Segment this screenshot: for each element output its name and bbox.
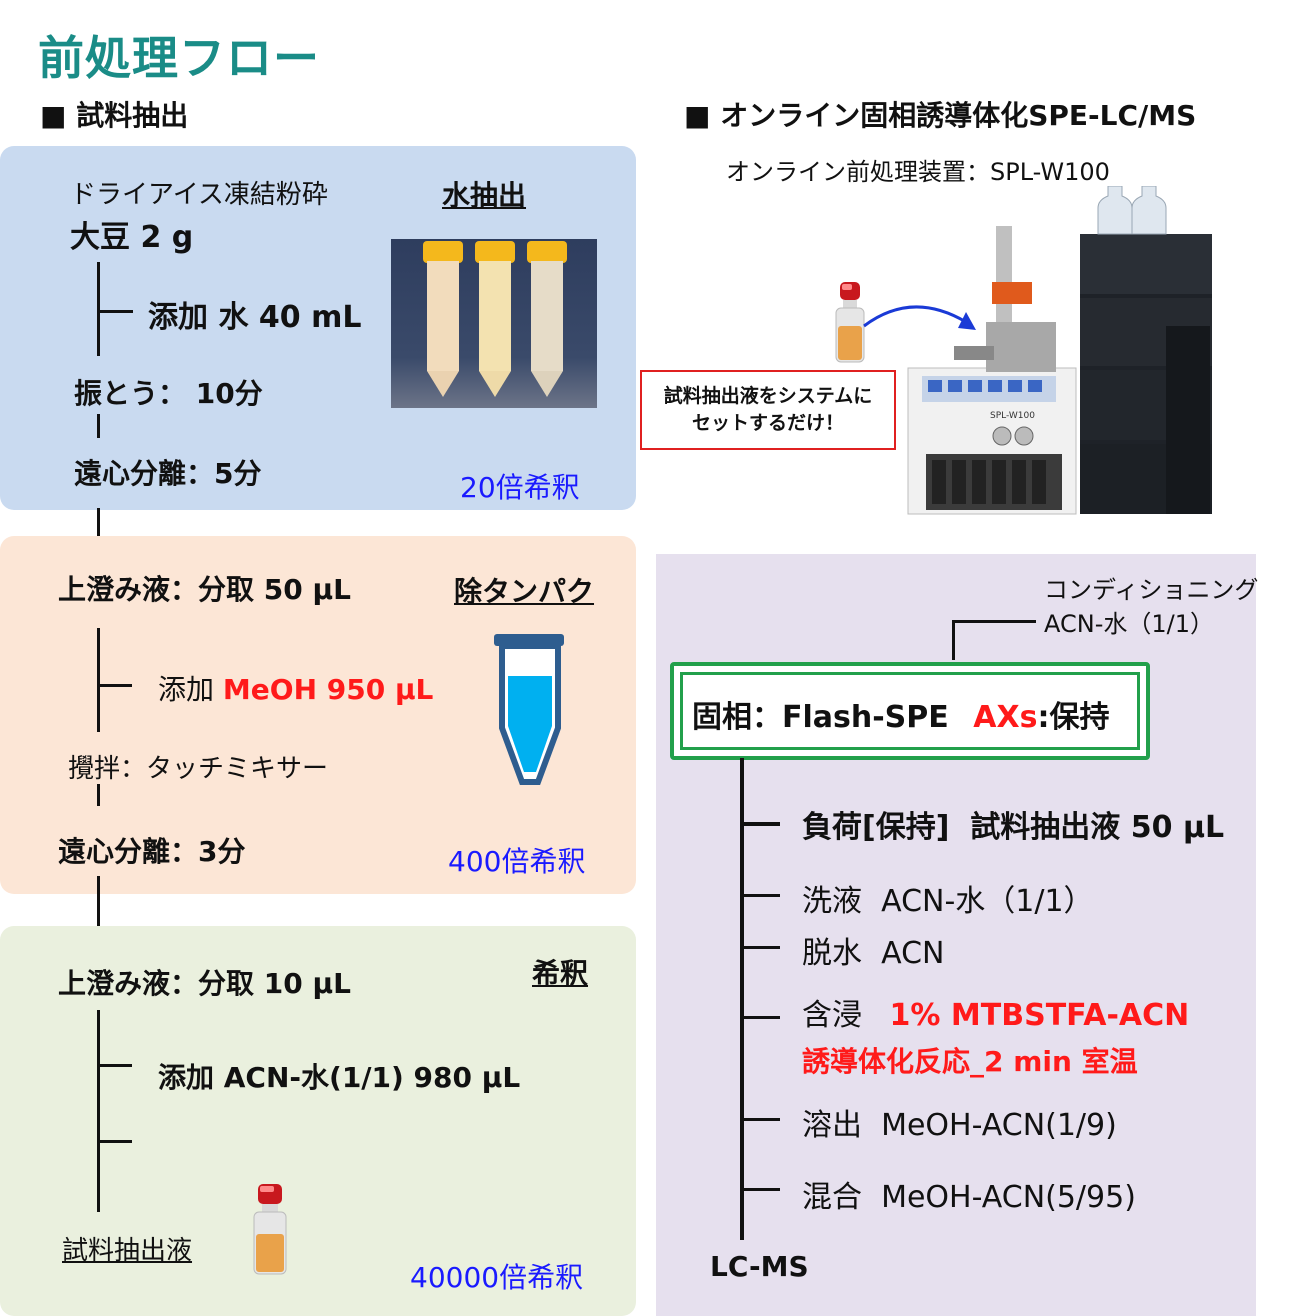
add-meoh-text: 添加 MeOH 950 μL — [158, 668, 433, 708]
vial-icon — [250, 1184, 290, 1280]
impregnate-red: 1% MTBSTFA-ACN — [889, 998, 1190, 1033]
dilution-tag: 希釈 — [532, 957, 589, 990]
flow-line — [740, 758, 744, 1240]
solid-phase-suffix: :保持 — [1037, 700, 1110, 735]
elute-step: 溶出 MeOH-ACN(1/9) — [802, 1108, 1117, 1143]
water-extraction-tag: 水抽出 — [442, 179, 527, 212]
flow-line — [952, 620, 955, 660]
flow-line — [97, 262, 100, 356]
deproteinization-tag: 除タンパク — [454, 575, 595, 608]
flow-branch — [740, 1016, 780, 1019]
flow-branch — [740, 946, 780, 949]
flow-branch — [740, 1188, 780, 1191]
conditioning-label: コンディショニング — [1044, 576, 1259, 604]
callout-box: 試料抽出液をシステムにセットするだけ！ — [640, 370, 896, 450]
add-acn-text: 添加 ACN-水(1/1) 980 μL — [158, 1061, 521, 1094]
flow-line — [97, 508, 100, 538]
impregnate-step: 含浸 1% MTBSTFA-ACN — [802, 990, 1189, 1034]
solid-phase-box: 固相：Flash-SPE AXs:保持 — [670, 662, 1150, 760]
dilution-40000x: 40000倍希釈 — [410, 1261, 584, 1294]
solid-phase-red: AXs — [973, 700, 1038, 735]
dilution-panel — [0, 926, 636, 1316]
flow-line — [97, 414, 100, 438]
flow-branch — [952, 620, 1036, 623]
reaction-step: 誘導体化反応_2 min 室温 — [802, 1045, 1138, 1078]
crush-text: ドライアイス凍結粉砕 — [70, 180, 328, 210]
add-prefix: 添加 — [158, 673, 215, 706]
solid-phase-prefix: 固相：Flash-SPE — [692, 700, 949, 735]
flow-branch — [740, 822, 780, 826]
sample-text: 大豆 2 g — [70, 220, 194, 255]
transfer-arrow — [862, 296, 982, 340]
microtube-icon — [492, 630, 568, 792]
flow-branch — [740, 1118, 780, 1121]
dilution-400x: 400倍希釈 — [448, 845, 586, 878]
extract-text: 試料抽出液 — [62, 1236, 193, 1266]
tubes-photo — [391, 239, 597, 408]
flow-line — [97, 628, 100, 732]
page-title: 前処理フロー — [38, 31, 320, 85]
centrifuge-text: 遠心分離：5分 — [74, 457, 262, 490]
shake-text: 振とう： 10分 — [74, 377, 263, 410]
solid-phase-text: 固相：Flash-SPE AXs:保持 — [692, 692, 1109, 736]
supernatant-10-text: 上澄み液：分取 10 μL — [58, 967, 351, 1000]
centrifuge-3-text: 遠心分離：3分 — [58, 835, 246, 868]
device-illustration: SPL-W100 — [826, 185, 1216, 524]
flow-branch — [100, 1140, 132, 1143]
flow-branch — [100, 1064, 132, 1067]
sample-vial-icon — [834, 282, 866, 368]
right-heading: ■ オンライン固相誘導体化SPE-LC/MS — [684, 99, 1197, 132]
conditioning-value: ACN-水（1/1） — [1044, 610, 1214, 638]
lcms-end: LC-MS — [710, 1250, 809, 1283]
dilution-20x: 20倍希釈 — [460, 471, 580, 504]
supernatant-50-text: 上澄み液：分取 50 μL — [58, 573, 351, 606]
wash-step: 洗液 ACN-水（1/1） — [802, 884, 1094, 919]
flow-line — [97, 784, 100, 806]
flow-branch — [100, 684, 132, 687]
impregnate-prefix: 含浸 — [802, 998, 862, 1033]
load-step: 負荷[保持] 試料抽出液 50 μL — [802, 810, 1225, 845]
flow-line — [97, 876, 100, 932]
device-label: オンライン前処理装置：SPL-W100 — [726, 158, 1110, 186]
mix-step: 混合 MeOH-ACN(5/95) — [802, 1180, 1136, 1215]
add-water-text: 添加 水 40 mL — [148, 300, 362, 335]
dehydrate-step: 脱水 ACN — [802, 936, 945, 971]
flow-line — [97, 1010, 100, 1212]
flow-branch — [740, 894, 780, 897]
meoh-value: MeOH 950 μL — [222, 673, 434, 706]
callout-text: 試料抽出液をシステムにセットするだけ！ — [663, 385, 873, 434]
left-heading: ■ 試料抽出 — [40, 99, 189, 132]
device-front-label: SPL-W100 — [990, 411, 1035, 421]
flow-branch — [97, 310, 133, 313]
stir-text: 攪拌：タッチミキサー — [68, 754, 329, 784]
